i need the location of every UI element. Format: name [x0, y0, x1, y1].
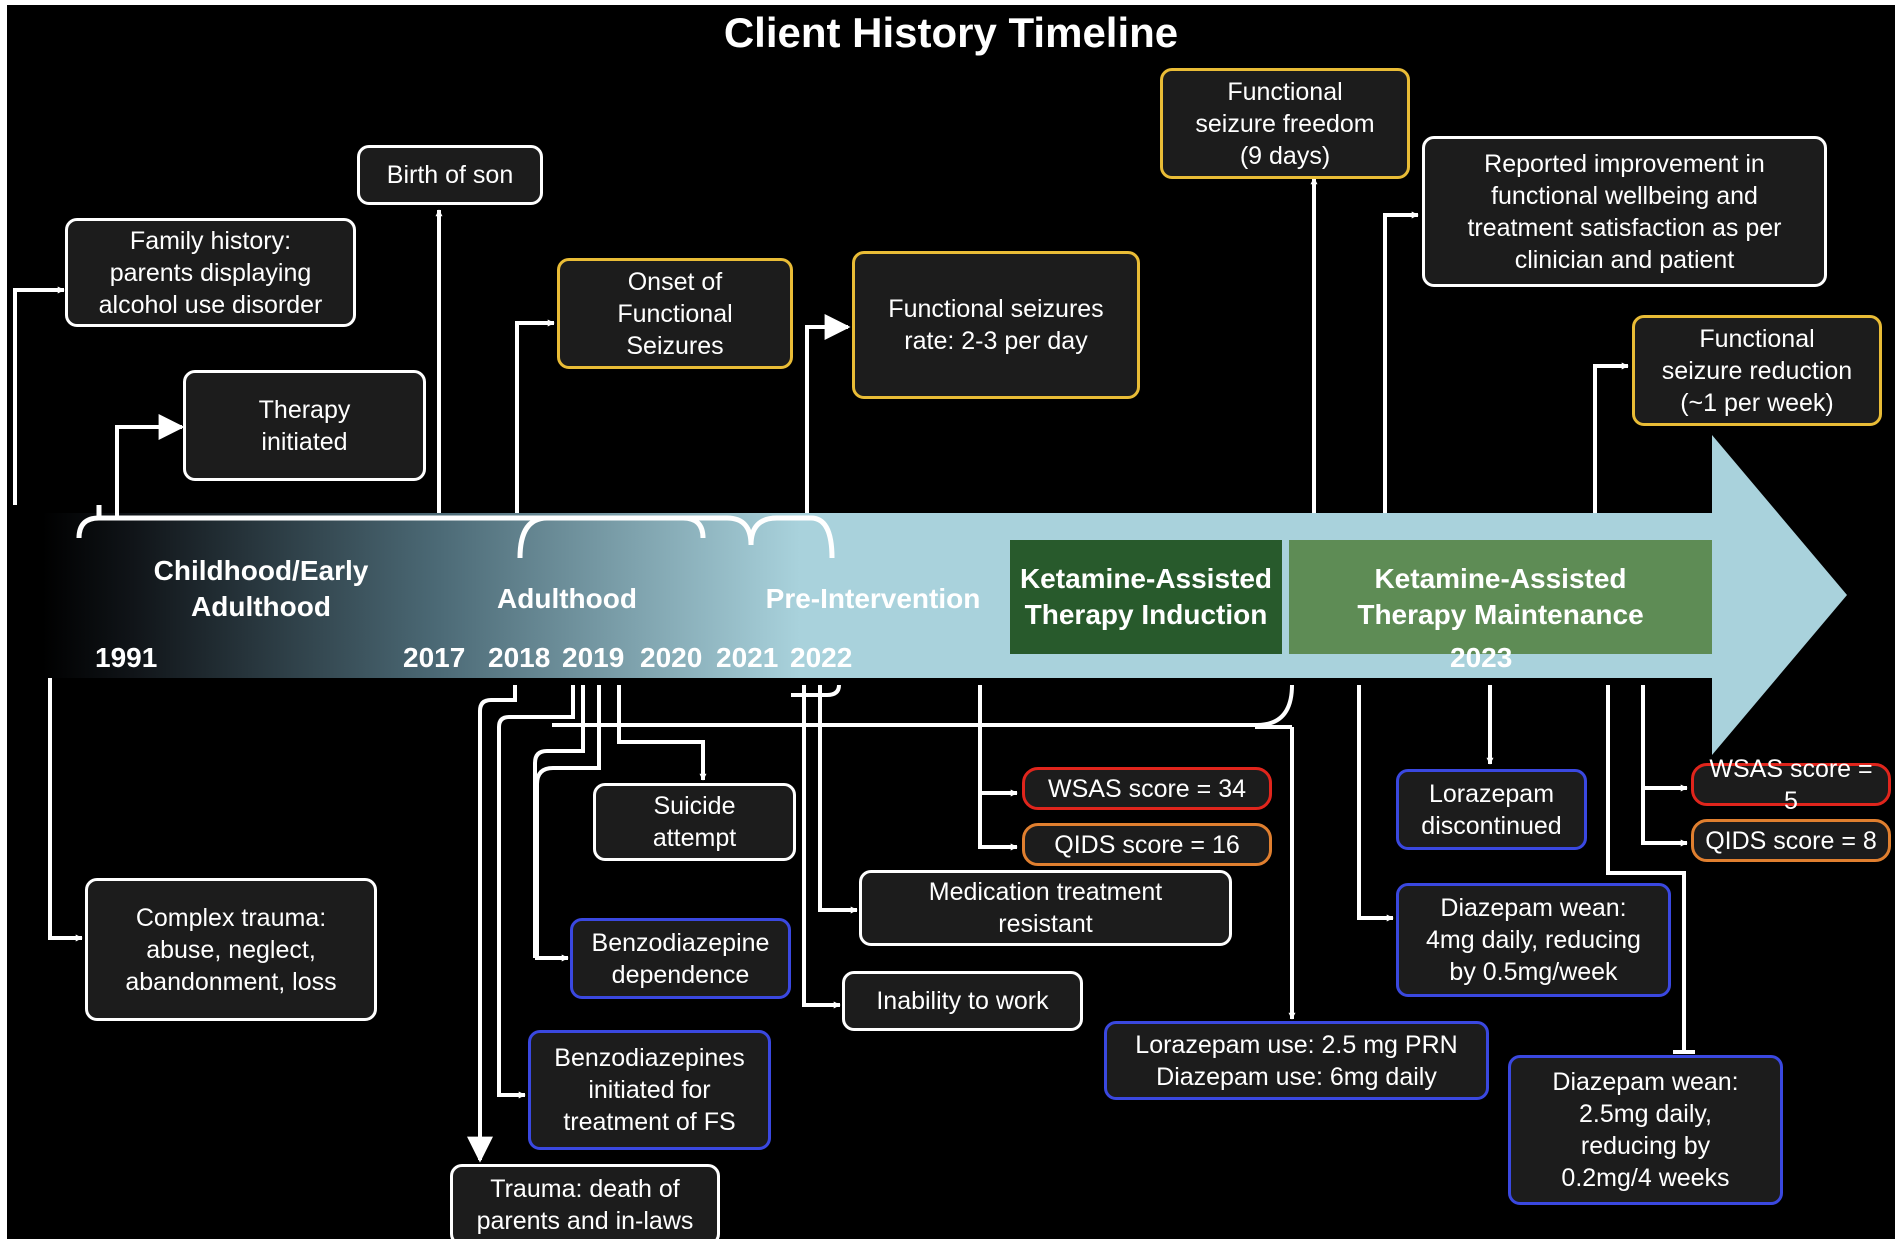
phase-brace-pre-intervention — [748, 515, 835, 559]
timeline-canvas: Client History Timeline — [7, 5, 1895, 1239]
event-seizure-freedom: Functional seizure freedom (9 days) — [1160, 68, 1410, 179]
year-label: 1991 — [95, 642, 158, 673]
event-inability-to-work: Inability to work — [842, 971, 1083, 1031]
event-birth-of-son: Birth of son — [357, 145, 543, 205]
event-therapy-initiated: Therapy initiated — [183, 370, 426, 481]
event-trauma-death: Trauma: death of parents and in-laws — [450, 1164, 720, 1239]
event-family-history: Family history: parents displaying alcoh… — [65, 218, 356, 327]
year-label: 2023 — [1450, 642, 1513, 673]
event-medication-treatment-resistant: Medication treatment resistant — [859, 870, 1232, 946]
event-lorazepam-discontinued: Lorazepam discontinued — [1396, 769, 1587, 850]
score-qids-followup: QIDS score = 8 — [1691, 819, 1891, 862]
phase-ketamine-induction: Ketamine-Assisted Therapy Induction — [1010, 540, 1282, 654]
event-seizure-reduction: Functional seizure reduction (~1 per wee… — [1632, 315, 1882, 426]
event-benzodiazepine-dependence: Benzodiazepine dependence — [570, 918, 791, 999]
phase-brace-adulthood — [517, 515, 754, 559]
phase-label-childhood: Childhood/Early Adulthood — [153, 555, 369, 622]
event-diazepam-wean-1: Diazepam wean: 4mg daily, reducing by 0.… — [1396, 883, 1671, 997]
connectors-above — [13, 177, 1629, 518]
phase-ketamine-maintenance: Ketamine-Assisted Therapy Maintenance — [1289, 540, 1712, 654]
event-complex-trauma: Complex trauma: abuse, neglect, abandonm… — [85, 878, 377, 1021]
event-benzodiazepines-initiated: Benzodiazepines initiated for treatment … — [528, 1030, 771, 1150]
event-reported-improvement: Reported improvement in functional wellb… — [1422, 136, 1827, 287]
event-functional-seizures-rate: Functional seizures rate: 2-3 per day — [852, 251, 1140, 399]
year-label: 2017 — [403, 642, 466, 673]
phase-brace-childhood — [76, 505, 706, 539]
timeline-arrow — [42, 435, 1847, 755]
phase-label-pre-intervention: Pre-Intervention — [765, 583, 981, 614]
event-onset-functional-seizures: Onset of Functional Seizures — [557, 258, 793, 369]
page-title: Client History Timeline — [723, 9, 1179, 56]
year-label: 2019 — [562, 642, 625, 673]
score-qids-baseline: QIDS score = 16 — [1022, 823, 1272, 866]
year-label: 2020 — [640, 642, 703, 673]
timeline-graphics — [13, 177, 1847, 1163]
event-diazepam-wean-2: Diazepam wean: 2.5mg daily, reducing by … — [1508, 1055, 1783, 1205]
year-label: 2022 — [790, 642, 853, 673]
year-label: 2021 — [716, 642, 779, 673]
event-lorazepam-diazepam-use: Lorazepam use: 2.5 mg PRN Diazepam use: … — [1104, 1021, 1489, 1100]
connectors-below — [48, 678, 1695, 1163]
year-label: 2018 — [488, 642, 551, 673]
phase-label-adulthood: Adulthood — [497, 583, 637, 614]
score-wsas-followup: WSAS score = 5 — [1691, 755, 1891, 815]
event-suicide-attempt: Suicide attempt — [593, 783, 796, 861]
score-wsas-baseline: WSAS score = 34 — [1022, 767, 1272, 810]
